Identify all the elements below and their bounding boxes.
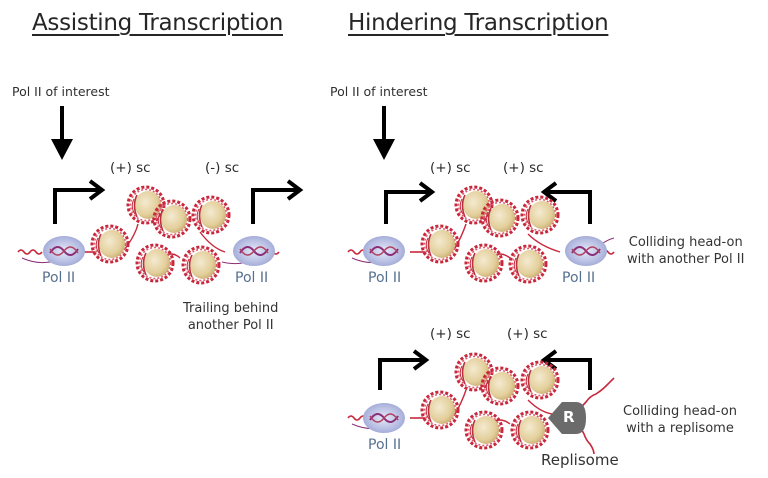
nucleosome-icon <box>520 195 560 235</box>
nucleosome-icon <box>510 410 550 450</box>
nucleosome-icon <box>90 224 130 264</box>
pol-ii-label: Pol II <box>562 270 596 286</box>
caption-line: with another Pol II <box>627 252 745 267</box>
pointer-arrow-icon <box>51 106 73 160</box>
caption-line: Trailing behind <box>183 301 279 316</box>
nucleosome-icon <box>480 366 520 406</box>
sc-label: (+) sc <box>430 326 471 342</box>
nucleosome-icon <box>464 243 504 283</box>
sc-label: (-) sc <box>205 160 240 176</box>
pol-ii-icon <box>42 235 86 267</box>
nucleosome-icon <box>420 224 460 264</box>
sc-label: (+) sc <box>110 160 151 176</box>
trailing-caption: Trailing behind another Pol II <box>183 300 278 334</box>
bent-arrow-right-icon <box>53 179 106 224</box>
assisting-title: Assisting Transcription <box>32 10 283 36</box>
nucleosome-icon <box>420 390 460 430</box>
sc-label: (+) sc <box>503 160 544 176</box>
caption-line: Colliding head-on <box>628 235 743 250</box>
colliding-replisome-caption: Colliding head-on with a replisome <box>623 403 737 437</box>
nucleosome-icon <box>152 199 192 239</box>
sc-label: (+) sc <box>507 326 548 342</box>
nucleosome-icon <box>135 243 175 283</box>
replisome-badge: R <box>563 408 575 426</box>
pol-ii-icon <box>362 402 406 434</box>
nucleosome-icon <box>191 195 231 235</box>
caption-line: with a replisome <box>626 421 734 436</box>
replisome-label: Replisome <box>541 451 619 469</box>
pol-ii-icon <box>362 235 406 267</box>
nucleosome-icon <box>181 245 221 285</box>
hindering-pointer-label: Pol II of interest <box>330 84 428 99</box>
replisome-icon <box>548 402 586 434</box>
bent-arrow-right-icon <box>251 179 304 224</box>
nucleosome-icon <box>508 244 548 284</box>
sc-label: (+) sc <box>430 160 471 176</box>
pol-ii-label: Pol II <box>368 437 402 453</box>
hindering-title: Hindering Transcription <box>348 10 609 36</box>
pointer-arrow-icon <box>373 106 395 160</box>
pol-ii-icon <box>232 235 276 267</box>
nucleosome-icon <box>464 410 504 450</box>
pol-ii-label: Pol II <box>368 270 402 286</box>
nucleosome-icon <box>480 198 520 238</box>
bent-arrow-left-icon <box>540 181 592 224</box>
pol-ii-label: Pol II <box>235 270 269 286</box>
bent-arrow-right-icon <box>384 181 436 224</box>
pol-ii-label: Pol II <box>42 270 76 286</box>
pol-ii-icon <box>564 235 608 267</box>
assisting-pointer-label: Pol II of interest <box>12 84 110 99</box>
colliding-pol-caption: Colliding head-on with another Pol II <box>627 234 744 268</box>
bent-arrow-right-icon <box>378 349 430 390</box>
caption-line: Colliding head-on <box>623 404 737 419</box>
caption-line: another Pol II <box>187 318 274 333</box>
